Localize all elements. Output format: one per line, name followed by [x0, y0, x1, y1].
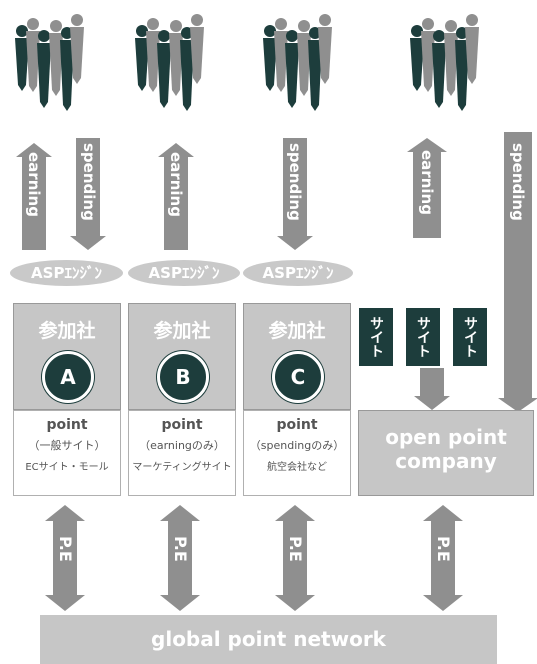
global-point-network-label: global point network [151, 627, 386, 651]
point-note: 航空会社など [267, 462, 327, 473]
point-box-a: point （一般サイト） ECサイト・モール [13, 410, 121, 496]
pe-arrow-b [160, 505, 200, 611]
point-title: point [276, 417, 318, 433]
person-icon [297, 20, 311, 96]
earning-label-b: earning [167, 152, 185, 217]
participant-letter: B [157, 351, 209, 403]
earning-arrow-a [16, 143, 52, 250]
pe-arrow-c [275, 505, 315, 611]
participant-letter: A [42, 351, 94, 403]
point-box-c: point （spendingのみ） 航空会社など [243, 410, 351, 496]
person-icon [285, 30, 299, 108]
person-icon [421, 18, 435, 92]
person-icon [146, 18, 160, 92]
pe-arrow-a [45, 505, 85, 611]
pe-arrow-open [423, 505, 463, 611]
person-icon [444, 20, 458, 96]
point-subtitle: （一般サイト） [28, 439, 106, 452]
person-icon [70, 14, 84, 84]
point-title: point [161, 417, 203, 433]
person-icon [60, 27, 74, 111]
participant-letter: C [272, 351, 324, 403]
spending-arrow-open [498, 132, 537, 412]
point-title: point [46, 417, 88, 433]
spending-label-c: spending [286, 143, 304, 221]
person-icon [26, 18, 40, 92]
pe-label-open: P.E [434, 536, 453, 562]
person-icon [180, 27, 194, 111]
person-icon [157, 30, 171, 108]
person-icon [318, 14, 332, 84]
person-icon [465, 14, 479, 84]
participant-box-b: 参加社 B [128, 303, 236, 410]
person-icon [169, 20, 183, 96]
person-icon [263, 25, 277, 91]
person-icon [15, 25, 29, 91]
point-subtitle: （spendingのみ） [249, 439, 345, 452]
point-box-b: point （earningのみ） マーケティングサイト [128, 410, 236, 496]
person-icon [455, 27, 469, 111]
person-icon [37, 30, 51, 108]
spending-label-a: spending [80, 143, 98, 221]
earning-arrow-b [158, 143, 194, 250]
earning-label-a: earning [25, 152, 43, 217]
person-icon [410, 25, 424, 91]
participant-box-a: 参加社 A [13, 303, 121, 410]
earning-label-open: earning [418, 150, 436, 215]
asp-engine-c: ASPｴﾝｼﾞﾝ [243, 260, 353, 286]
point-note: マーケティングサイト [132, 462, 232, 473]
site-tile-2: サイト [406, 308, 440, 366]
person-icon [135, 25, 149, 91]
open-point-company-label: open point company [385, 425, 507, 473]
person-icon [274, 18, 288, 92]
participant-title: 参加社 [268, 320, 326, 342]
spending-label-open: spending [509, 143, 527, 221]
pe-label-c: P.E [286, 536, 305, 562]
open-point-company-box: open point company [358, 410, 534, 496]
site-tile-1: サイト [359, 308, 393, 366]
earning-arrow-open [407, 138, 447, 238]
sites-to-company-arrow [414, 368, 450, 410]
spending-arrow-a [70, 138, 106, 250]
participant-box-c: 参加社 C [243, 303, 351, 410]
person-icon [49, 20, 63, 96]
person-icon [432, 30, 446, 108]
asp-engine-b: ASPｴﾝｼﾞﾝ [128, 260, 240, 286]
site-tile-3: サイト [453, 308, 487, 366]
participant-title: 参加社 [38, 320, 96, 342]
spending-arrow-c [277, 138, 313, 250]
point-subtitle: （earningのみ） [139, 439, 225, 452]
pe-label-b: P.E [171, 536, 190, 562]
pe-label-a: P.E [56, 536, 75, 562]
global-point-network-bar: global point network [40, 615, 497, 664]
person-icon [308, 27, 322, 111]
person-icon [190, 14, 204, 84]
point-note: ECサイト・モール [25, 462, 109, 473]
participant-title: 参加社 [153, 320, 211, 342]
asp-engine-a: ASPｴﾝｼﾞﾝ [10, 260, 123, 286]
